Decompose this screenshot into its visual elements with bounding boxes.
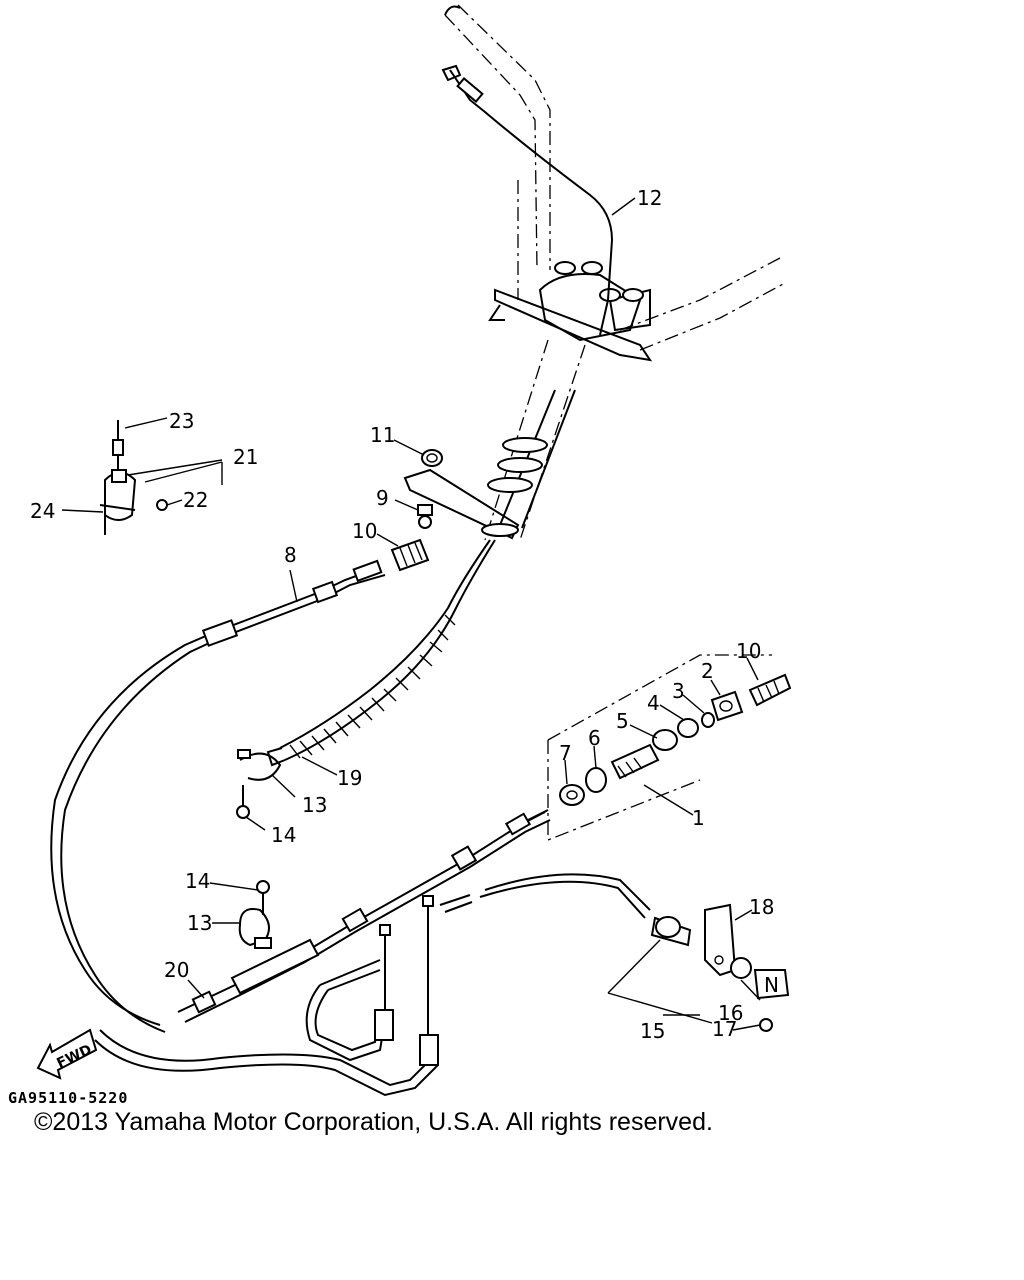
callout-14-upper: 14 bbox=[271, 823, 296, 847]
callout-14-lower: 14 bbox=[185, 869, 210, 893]
handlebar bbox=[444, 4, 786, 362]
clamp-13-lower bbox=[238, 908, 272, 949]
steering-column bbox=[403, 339, 586, 541]
screw-14-lower bbox=[256, 880, 270, 915]
boot-10-left bbox=[390, 538, 430, 572]
cable-20 bbox=[177, 809, 551, 1023]
callout-11: 11 bbox=[370, 423, 395, 447]
bolt-9 bbox=[417, 504, 433, 529]
drawing-code: GA95110-5220 bbox=[8, 1089, 129, 1107]
callout-18: 18 bbox=[749, 895, 774, 919]
callout-23: 23 bbox=[169, 409, 194, 433]
callout-9: 9 bbox=[376, 486, 389, 510]
callout-19: 19 bbox=[337, 766, 362, 790]
parts-diagram: N FWD bbox=[30, 4, 792, 1097]
callout-24: 24 bbox=[30, 499, 55, 523]
callout-labels: 1 2 3 4 5 6 7 8 9 10 10 11 12 13 13 14 1… bbox=[30, 186, 774, 1043]
callout-21: 21 bbox=[233, 445, 258, 469]
callout-13-upper: 13 bbox=[302, 793, 327, 817]
callout-7: 7 bbox=[559, 741, 572, 765]
callout-4: 4 bbox=[647, 691, 660, 715]
callout-1: 1 bbox=[692, 806, 705, 830]
shift-lever-assembly: N bbox=[650, 903, 790, 1032]
callout-10-left: 10 bbox=[352, 519, 377, 543]
callout-8: 8 bbox=[284, 543, 297, 567]
callout-12: 12 bbox=[637, 186, 662, 210]
callout-3: 3 bbox=[672, 679, 685, 703]
fwd-arrow: FWD bbox=[36, 1028, 98, 1080]
callout-5: 5 bbox=[616, 709, 629, 733]
callout-15: 15 bbox=[640, 1019, 665, 1043]
callout-17: 17 bbox=[712, 1017, 737, 1041]
throttle-cable bbox=[441, 64, 614, 336]
screw-14-upper bbox=[236, 785, 250, 819]
copyright-notice: ©2013 Yamaha Motor Corporation, U.S.A. A… bbox=[34, 1108, 713, 1136]
callout-22: 22 bbox=[183, 488, 208, 512]
callout-16: 16 bbox=[718, 1001, 743, 1025]
kit-1-boundary bbox=[547, 654, 772, 841]
callout-6: 6 bbox=[588, 726, 601, 750]
cable-lower-route bbox=[94, 873, 651, 1097]
nut-11 bbox=[421, 449, 443, 467]
callout-2: 2 bbox=[701, 659, 714, 683]
cable-8 bbox=[50, 559, 386, 1033]
callout-20: 20 bbox=[164, 958, 189, 982]
kit-1-parts bbox=[559, 673, 792, 806]
cable-19 bbox=[266, 539, 496, 767]
callout-13-lower: 13 bbox=[187, 911, 212, 935]
callout-10-right: 10 bbox=[736, 639, 761, 663]
leader-lines bbox=[61, 197, 761, 1031]
clamp-13-upper bbox=[237, 749, 282, 781]
shift-knob-letter: N bbox=[764, 973, 779, 997]
clip-21 bbox=[99, 420, 168, 535]
